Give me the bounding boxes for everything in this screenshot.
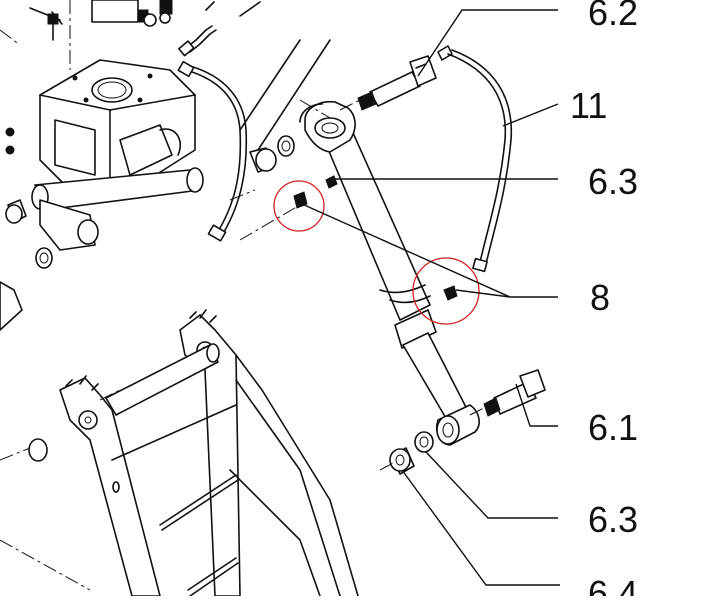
top-bolts xyxy=(29,0,173,70)
hydraulic-hose-11 xyxy=(437,45,513,273)
boom-arms xyxy=(59,309,359,597)
left-loose-parts xyxy=(0,29,91,591)
part-labels: 6.2 11 6.3 8 6.1 6.3 6.4 xyxy=(570,0,638,601)
label-8: 8 xyxy=(590,277,610,318)
highlight-circle-left xyxy=(273,180,325,232)
mounting-bracket xyxy=(31,59,204,251)
pin-6-1 xyxy=(469,369,546,417)
leader-lines xyxy=(239,9,560,586)
label-6-3-upper: 6.3 xyxy=(588,161,638,202)
label-6-3-lower: 6.3 xyxy=(588,499,638,540)
label-6-1: 6.1 xyxy=(588,407,638,448)
cylinder-loose-fittings xyxy=(229,135,308,241)
hydraulic-cylinder xyxy=(299,99,480,446)
hydraulic-hose-upper xyxy=(177,1,261,242)
bottom-washer-nut xyxy=(379,431,434,475)
label-6-2: 6.2 xyxy=(588,0,638,33)
label-6-4: 6.4 xyxy=(588,573,638,596)
label-11: 11 xyxy=(570,85,607,126)
pin-6-2 xyxy=(339,55,437,111)
highlight-circle-right xyxy=(412,257,480,325)
